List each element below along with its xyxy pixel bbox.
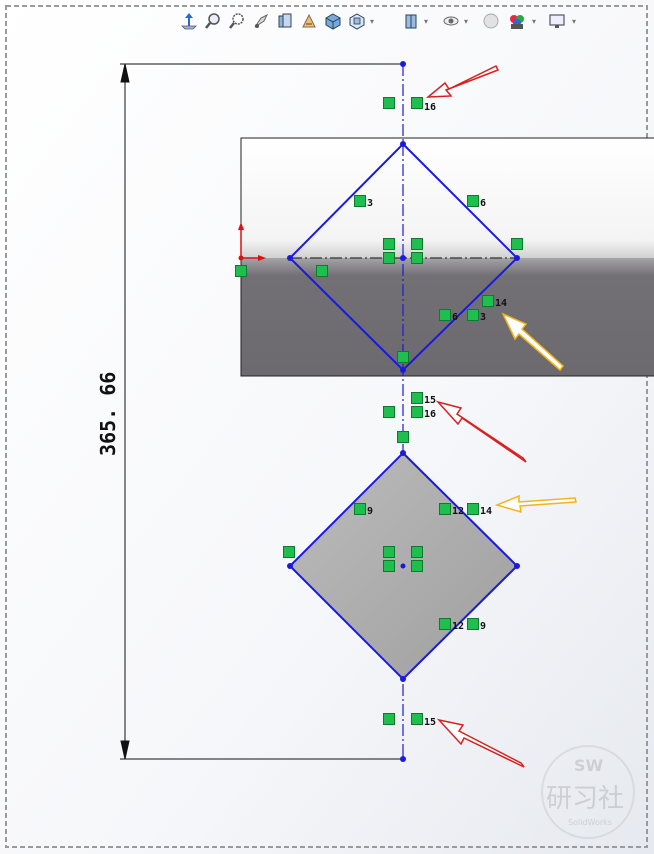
previous-view-icon[interactable] [250,10,272,32]
part-body[interactable] [240,137,654,377]
relation-label: 9 [367,506,374,517]
relation-label: 14 [495,298,508,309]
normal-to-view-icon[interactable] [178,10,200,32]
monitor-icon[interactable] [546,10,568,32]
vertical-relation-icon[interactable] [383,97,395,109]
relation-label: 12 [452,506,465,517]
vertical-relation-icon[interactable] [411,560,423,572]
vertical-relation-icon[interactable] [383,406,395,418]
equal-relation-icon[interactable] [439,503,451,515]
parallel-relation-icon[interactable] [354,195,366,207]
view-orientation-icon[interactable] [322,10,344,32]
midpoint-relation-icon[interactable] [411,238,423,250]
dimension-value[interactable]: 365. 66 [96,371,120,456]
hide-show-items-icon[interactable] [400,10,422,32]
vertical-relation-icon[interactable] [383,713,395,725]
annotation-arrows [425,64,577,768]
relation-label: 3 [480,312,487,323]
zoom-to-area-icon[interactable] [226,10,248,32]
chevron-down-icon[interactable]: ▾ [572,17,577,26]
apply-scene-icon[interactable] [480,10,502,32]
horizontal-relation-icon[interactable] [316,265,328,277]
equal-relation-icon[interactable] [467,195,479,207]
chevron-down-icon[interactable]: ▾ [370,17,375,26]
midpoint-relation-icon[interactable] [383,560,395,572]
relation-label: 3 [367,198,374,209]
equal-relation-icon[interactable] [411,392,423,404]
midpoint-relation-icon[interactable] [411,546,423,558]
horizontal-relation-icon[interactable] [383,546,395,558]
relation-label: 15 [424,717,437,728]
viewport-border [5,5,648,848]
equal-relation-icon[interactable] [439,618,451,630]
relation-label: 6 [480,198,487,209]
equal-relation-icon[interactable] [467,503,479,515]
origin-icon [238,222,266,261]
equal-relation-icon[interactable] [482,295,494,307]
relation-label: 16 [424,102,437,113]
display-style-icon[interactable] [346,10,368,32]
equal-relation-icon[interactable] [411,97,423,109]
perpendicular-relation-icon[interactable] [511,238,523,250]
parallel-relation-icon[interactable] [354,503,366,515]
coincident-relation-icon[interactable] [235,265,247,277]
chevron-down-icon[interactable]: ▾ [464,17,469,26]
zoom-to-fit-icon[interactable] [202,10,224,32]
heads-up-view-toolbar: ▾ ▾ ▾ ▾ ▾ [176,8,586,36]
horizontal-relation-icon[interactable] [383,252,395,264]
dim-arrow-bottom [120,740,130,760]
equal-relation-icon[interactable] [439,309,451,321]
vertical-relation-icon[interactable] [383,238,395,250]
chevron-down-icon[interactable]: ▾ [532,17,537,26]
relation-label: 9 [480,621,487,632]
relation-label: 14 [480,506,493,517]
equal-relation-icon[interactable] [411,406,423,418]
watermark-sub: SolidWorks [568,818,612,827]
equal-relation-icon[interactable] [411,713,423,725]
perpendicular-relation-icon[interactable] [283,546,295,558]
body-top-face [241,138,654,258]
dim-arrow-top [120,63,130,83]
perpendicular-relation-icon[interactable] [397,431,409,443]
sketch-points[interactable] [287,61,520,762]
watermark-logo: SW 研习社 SolidWorks [532,742,650,842]
view-settings-icon[interactable] [506,10,528,32]
dynamic-annotation-icon[interactable] [298,10,320,32]
relation-label: 15 [424,395,437,406]
relation-label: 12 [452,621,465,632]
parallel-relation-icon[interactable] [467,618,479,630]
relation-label: 6 [452,312,459,323]
edit-appearance-icon[interactable] [440,10,462,32]
midpoint-relation-icon[interactable] [411,252,423,264]
watermark-title: 研习社 [546,784,625,814]
relation-label: 16 [424,409,437,420]
watermark-sw: SW [574,756,604,775]
parallel-relation-icon[interactable] [467,309,479,321]
section-view-icon[interactable] [274,10,296,32]
vertical-dimension[interactable] [120,63,403,760]
perpendicular-relation-icon[interactable] [397,351,409,363]
chevron-down-icon[interactable]: ▾ [424,17,429,26]
